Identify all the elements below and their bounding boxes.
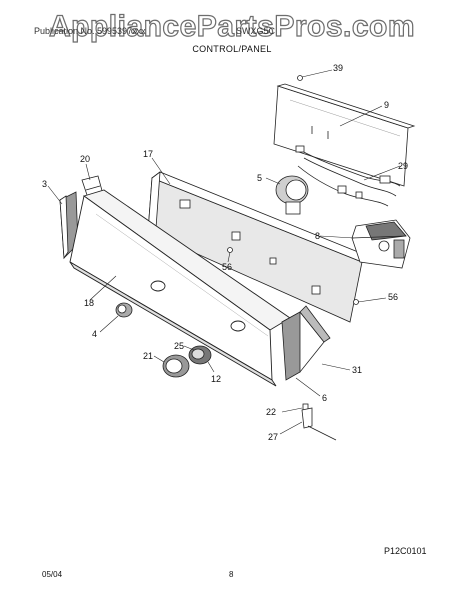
callout-12: 12 (211, 374, 221, 384)
model-number: SWXG5C (236, 26, 276, 36)
page-number: 8 (229, 570, 234, 579)
callout-4: 4 (92, 329, 97, 339)
part-31-right-end-cap (281, 305, 331, 381)
leader-lines (47, 69, 401, 435)
part-29-wire-harness (295, 145, 401, 207)
watermark-logo: AppliancePartsPros.com (48, 9, 416, 43)
part-27-bracket (301, 407, 337, 441)
part-8-timer-module (351, 219, 411, 269)
callout-56-upper: 56 (222, 262, 232, 272)
part-17-panel-plate (147, 171, 369, 323)
callout-20: 20 (80, 154, 90, 164)
page-title: CONTROL/PANEL (192, 44, 272, 54)
part-4-knob (115, 302, 133, 318)
callout-39: 39 (333, 63, 343, 73)
callout-27: 27 (268, 432, 278, 442)
callout-6: 6 (322, 393, 327, 403)
callout-8: 8 (315, 231, 320, 241)
callout-22: 22 (266, 407, 276, 417)
footer-date: 05/04 (42, 570, 63, 579)
callout-3: 3 (42, 179, 47, 189)
callout-18: 18 (84, 298, 94, 308)
callout-9: 9 (384, 100, 389, 110)
callout-5: 5 (257, 173, 262, 183)
part-9-rear-cover (273, 83, 416, 187)
part-21-knob (162, 354, 190, 378)
callout-31: 31 (352, 365, 362, 375)
part-25-knob (188, 345, 212, 365)
part-18-console-panel (69, 189, 291, 387)
figure-reference: P12C0101 (384, 546, 427, 556)
callout-21: 21 (143, 351, 153, 361)
callout-25: 25 (174, 341, 184, 351)
callout-56-lower: 56 (388, 292, 398, 302)
publication-number: Publication No. 5995397xxx (34, 26, 146, 36)
callout-29: 29 (398, 161, 408, 171)
screw-icons (227, 75, 359, 305)
part-5-switch (275, 175, 309, 215)
callout-17: 17 (143, 149, 153, 159)
